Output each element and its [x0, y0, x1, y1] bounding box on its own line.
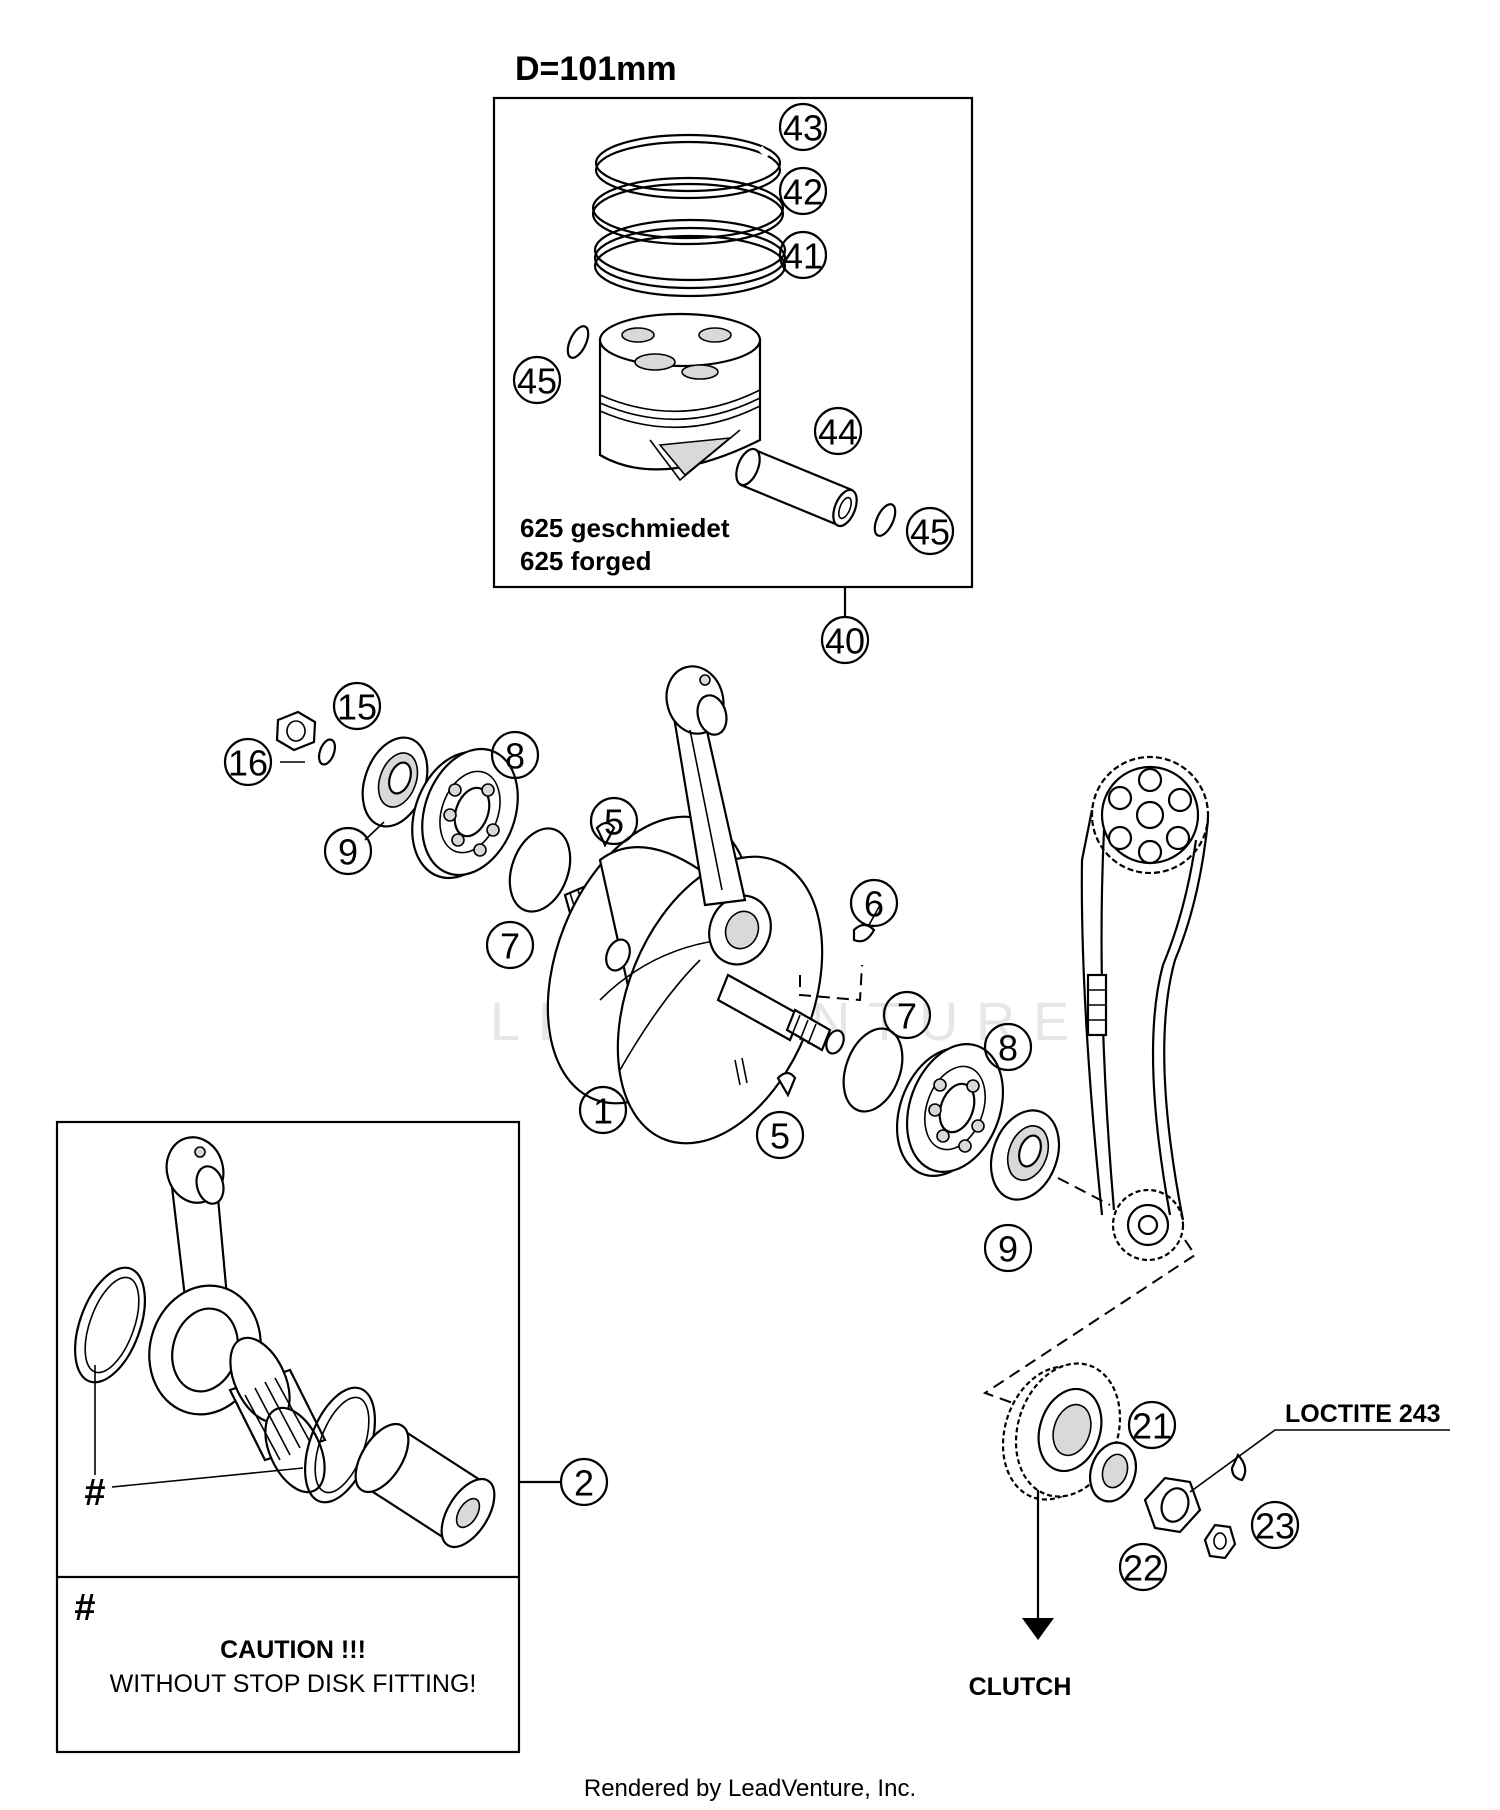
callout-45-left: 45 — [512, 355, 562, 405]
callout-5-lower: 5 — [755, 1110, 805, 1160]
svg-text:40: 40 — [825, 621, 865, 662]
shim-left-drawing — [508, 827, 572, 913]
svg-text:9: 9 — [338, 832, 358, 873]
callout-9-right: 9 — [983, 1223, 1033, 1273]
hash-mark: # — [84, 1472, 105, 1514]
svg-text:15: 15 — [337, 687, 377, 728]
gear-nut-drawing — [1143, 1476, 1202, 1534]
lock-washer-21-drawing — [1089, 1441, 1137, 1503]
lock-washer-drawing — [317, 738, 337, 766]
svg-text:5: 5 — [770, 1116, 790, 1157]
woodruff-key-lower-drawing — [776, 1071, 797, 1098]
svg-text:21: 21 — [1132, 1406, 1172, 1447]
svg-text:23: 23 — [1255, 1506, 1295, 1547]
callout-21: 21 — [1127, 1400, 1177, 1450]
svg-text:45: 45 — [910, 512, 950, 553]
timing-chain-drawing — [1080, 755, 1210, 1262]
svg-text:44: 44 — [818, 412, 858, 453]
caution-heading: CAUTION !!! — [220, 1636, 366, 1664]
piston-note-line2: 625 forged — [520, 546, 652, 576]
svg-text:1: 1 — [593, 1091, 613, 1132]
callout-41: 41 — [778, 230, 828, 280]
shaft-seal-left-drawing — [361, 736, 429, 828]
svg-text:8: 8 — [998, 1028, 1018, 1069]
callout-40: 40 — [820, 615, 870, 665]
callout-43: 43 — [778, 102, 828, 152]
callout-7-left: 7 — [485, 920, 535, 970]
main-bearing-left-drawing — [411, 747, 519, 880]
piston-rings-drawing — [591, 133, 787, 298]
callout-6: 6 — [849, 878, 899, 928]
callout-15: 15 — [332, 681, 382, 731]
main-bearing-right-drawing — [895, 1042, 1005, 1178]
loctite-leader — [1189, 1429, 1450, 1493]
dash-seal-to-sprocket — [1057, 1177, 1111, 1206]
callout-44: 44 — [813, 406, 863, 456]
svg-text:22: 22 — [1123, 1548, 1163, 1589]
keyway-indicator — [799, 964, 863, 1002]
svg-text:8: 8 — [505, 736, 525, 777]
nut-drawing — [275, 710, 317, 752]
callout-9-left: 9 — [323, 826, 373, 876]
caution-symbol: # — [74, 1587, 95, 1629]
svg-text:6: 6 — [864, 884, 884, 925]
clutch-arrow-head — [1022, 1618, 1054, 1640]
svg-text:43: 43 — [783, 108, 823, 149]
footer-credit: Rendered by LeadVenture, Inc. — [584, 1775, 916, 1802]
svg-text:42: 42 — [783, 172, 823, 213]
callout-7-right: 7 — [882, 990, 932, 1040]
small-nut-drawing — [1203, 1523, 1237, 1560]
svg-text:41: 41 — [783, 236, 823, 277]
loctite-label: LOCTITE 243 — [1285, 1400, 1441, 1428]
svg-text:5: 5 — [604, 802, 624, 843]
crankshaft-drawing — [546, 665, 845, 1145]
wrist-pin-drawing — [735, 447, 858, 528]
callout-leaders — [280, 761, 881, 926]
piston-note-line1: 625 geschmiedet — [520, 513, 730, 543]
svg-text:2: 2 — [574, 1463, 594, 1504]
shim-right-drawing — [842, 1027, 904, 1113]
piston-drawing — [598, 312, 762, 482]
loctite-drop-drawing — [1230, 1453, 1247, 1482]
callout-45-right: 45 — [905, 506, 955, 556]
hash-leader-right — [111, 1467, 304, 1488]
piston-kit-frame — [492, 96, 974, 589]
callout-22: 22 — [1118, 1542, 1168, 1592]
svg-text:9: 9 — [998, 1229, 1018, 1270]
shaft-seal-right-drawing — [989, 1109, 1061, 1201]
svg-text:7: 7 — [500, 926, 520, 967]
callout-8-left: 8 — [490, 730, 540, 780]
callout-1: 1 — [578, 1085, 628, 1135]
callout-5-upper: 5 — [589, 796, 639, 846]
callout-42: 42 — [778, 166, 828, 216]
circlip-right-drawing — [873, 503, 897, 537]
conrod-kit-drawing — [74, 1136, 496, 1549]
clutch-label: CLUTCH — [969, 1673, 1072, 1701]
woodruff-key-upper-drawing — [595, 821, 616, 848]
circlip-left-drawing — [566, 325, 590, 359]
conrod-kit-frame — [55, 1120, 521, 1754]
callout-8-right: 8 — [983, 1022, 1033, 1072]
svg-text:7: 7 — [897, 996, 917, 1037]
callout-16: 16 — [223, 737, 273, 787]
svg-text:16: 16 — [228, 743, 268, 784]
woodruff-key-right-drawing — [852, 923, 876, 943]
callout-23: 23 — [1250, 1500, 1300, 1550]
svg-text:45: 45 — [517, 361, 557, 402]
bore-title: D=101mm — [515, 50, 677, 88]
caution-text: WITHOUT STOP DISK FITTING! — [110, 1670, 477, 1698]
callout-2: 2 — [559, 1457, 609, 1507]
